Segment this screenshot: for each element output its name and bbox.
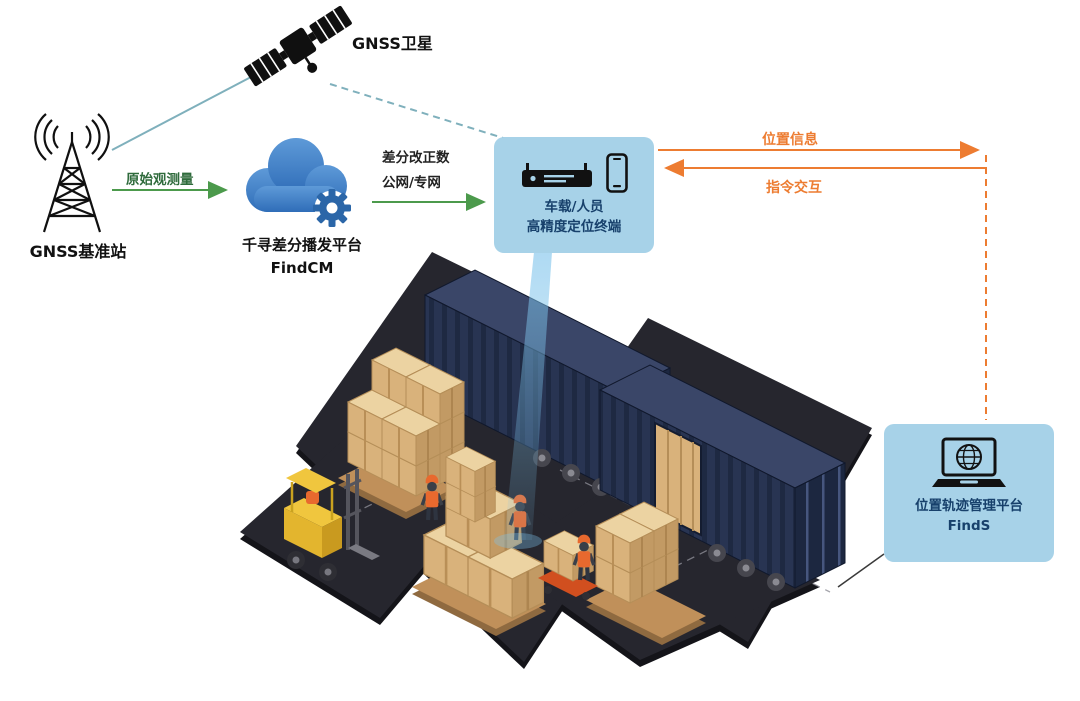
radio-tower-icon (34, 113, 110, 233)
position-info-label: 位置信息 (762, 132, 818, 148)
raw-observation-label: 原始观测量 (126, 172, 194, 188)
container-2-wheels (708, 544, 785, 591)
command-interaction-label: 指令交互 (766, 180, 822, 196)
green-arrows (112, 181, 486, 211)
shipping-container-2 (598, 364, 847, 589)
cloud-platform-title: 千寻差分播发平台 (241, 236, 362, 254)
terminal-icons (520, 149, 628, 193)
orange-links (658, 141, 987, 420)
satellite-links (111, 67, 517, 151)
gear-icon (313, 189, 351, 227)
track-platform-pointer-line (837, 553, 885, 588)
vehicle-terminal-icon (522, 163, 592, 187)
satellite-to-base-line (111, 67, 269, 151)
differential-correction-label: 差分改正数 公网/专网 (382, 146, 450, 196)
terminal-label-line2: 高精度定位终端 (526, 218, 622, 235)
track-platform-icons (930, 435, 1008, 493)
forklift (284, 468, 380, 581)
track-platform-subtitle: FindS (947, 517, 991, 534)
cloud-platform-subtitle: FindCM (270, 258, 334, 277)
positioning-beam (504, 252, 552, 540)
cloud-platform-caption: 千寻差分播发平台 FindCM (220, 234, 384, 279)
differential-correction-line2: 公网/专网 (382, 174, 441, 191)
satellite-icon (244, 5, 352, 87)
differential-correction-line1: 差分改正数 (382, 150, 450, 166)
satellite-to-terminal-line (329, 83, 517, 143)
laptop-globe-icon (932, 437, 1006, 487)
beam-glow (494, 533, 542, 549)
base-station-label: GNSS基准站 (29, 242, 127, 261)
warehouse-scene (240, 252, 872, 669)
satellite-label: GNSS卫星 (352, 34, 433, 53)
cloud-gear-icon (246, 138, 351, 227)
terminal-node: 车载/人员 高精度定位终端 (494, 137, 654, 253)
smartphone-icon (606, 153, 628, 193)
track-platform-node: 位置轨迹管理平台 FindS (884, 424, 1054, 562)
small-crates (445, 445, 497, 523)
terminal-label-line1: 车载/人员 (544, 199, 604, 215)
track-platform-title: 位置轨迹管理平台 (915, 498, 1023, 514)
